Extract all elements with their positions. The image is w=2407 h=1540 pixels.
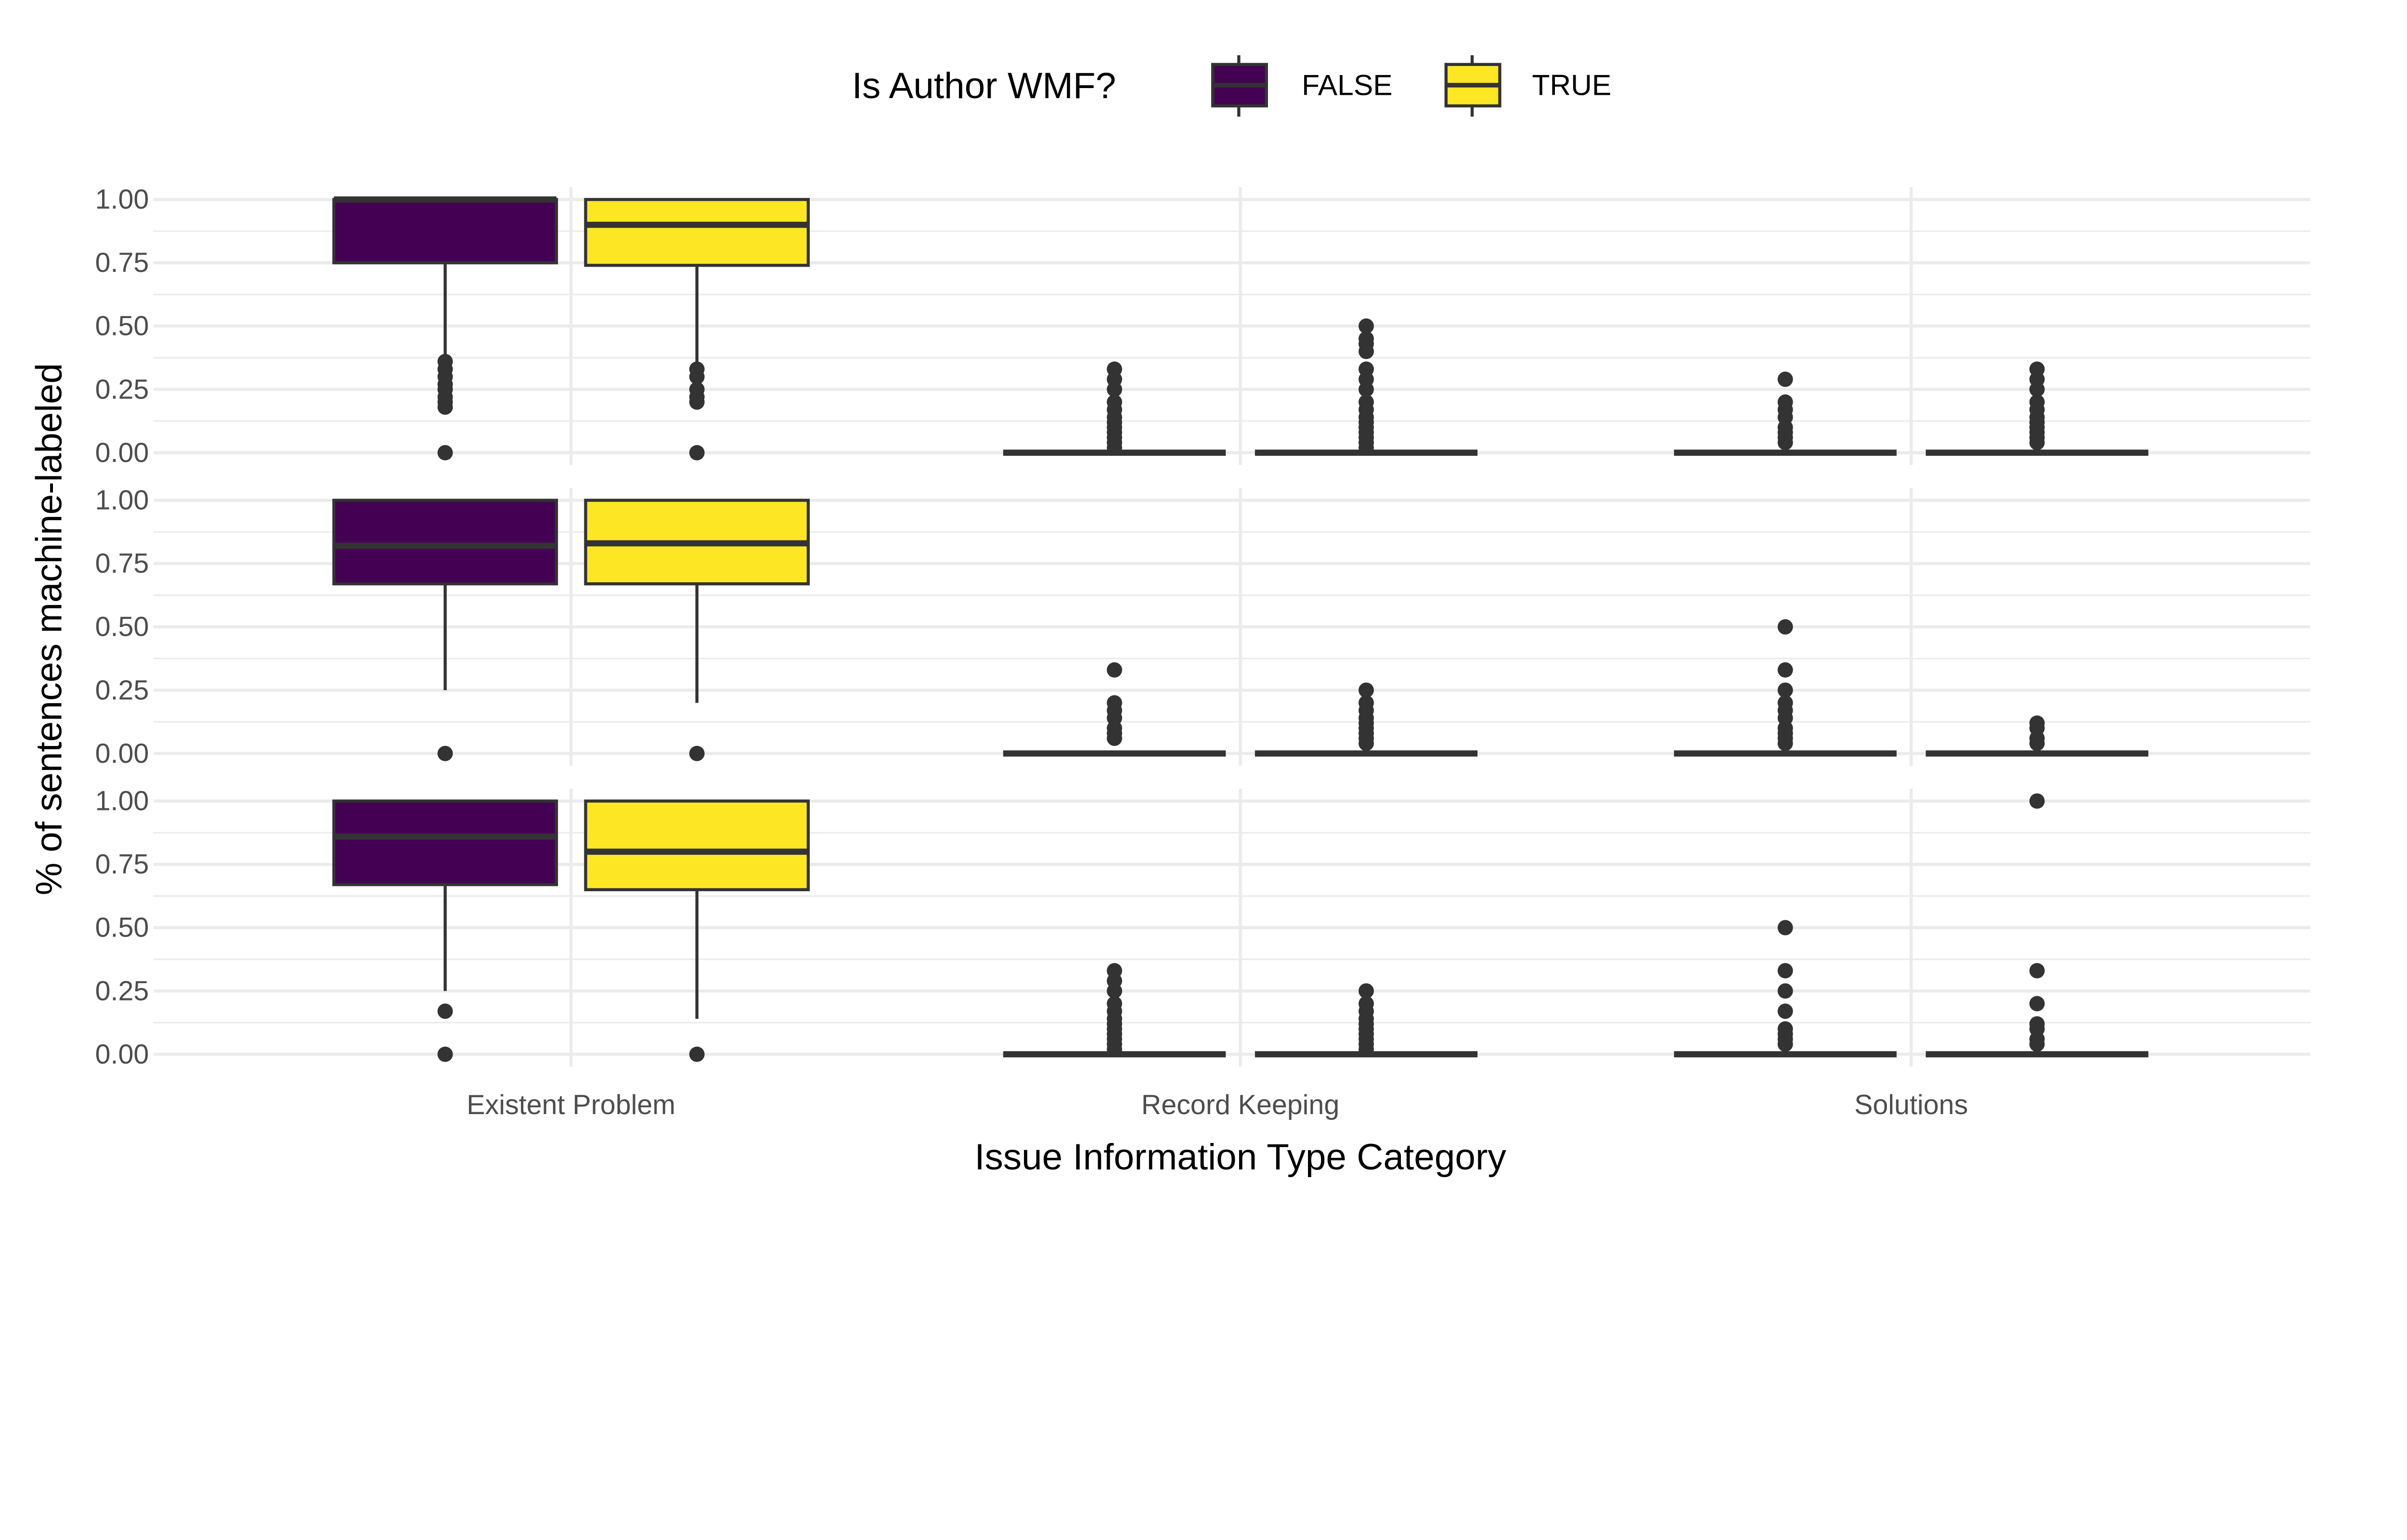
y-tick-label: 1.00 <box>95 485 149 516</box>
outlier-point <box>1359 735 1374 751</box>
box-solutions-true <box>1926 793 2148 1058</box>
outlier-point <box>1107 731 1122 746</box>
y-tick-label: 0.25 <box>95 975 149 1006</box>
box-body <box>584 198 810 267</box>
box-solutions-true <box>1926 361 2148 456</box>
facet-panels: 0.000.250.500.751.00VisualEditor0.000.25… <box>95 184 2354 1120</box>
box-body <box>584 799 810 891</box>
outlier-point <box>1777 682 1793 698</box>
boxplot-chart: Is Author WMF? FALSE TRUE 0.00 0.25 0.50 0.7… <box>29 55 2354 1178</box>
y-tick-label: 0.50 <box>95 612 149 642</box>
box-existent-problem-false <box>332 799 558 1062</box>
outlier-point <box>2029 382 2045 398</box>
y-tick-label: 0.50 <box>95 311 149 342</box>
outlier-point <box>1107 662 1122 678</box>
y-tick-label: 0.00 <box>95 738 149 769</box>
outlier-point <box>1777 662 1793 678</box>
box-solutions-false <box>1674 372 1897 456</box>
outlier-point <box>1107 382 1122 398</box>
x-axis-title: Issue Information Type Category <box>974 1137 1506 1178</box>
outlier-point <box>1777 920 1793 936</box>
y-tick-label: 0.25 <box>95 374 149 405</box>
facet-strip-label: HTTPS-login <box>2319 539 2354 715</box>
legend: Is Author WMF? FALSE TRUE <box>852 55 1611 117</box>
facet-strip-label: HTTP-deprecation <box>2319 802 2354 1053</box>
outlier-point <box>437 445 453 461</box>
outlier-point <box>1777 1036 1793 1052</box>
box-body <box>332 799 558 886</box>
box-existent-problem-true <box>584 799 810 1062</box>
outlier-point <box>689 1046 705 1062</box>
y-tick-label: 0.75 <box>95 849 149 880</box>
x-tick-label: Existent Problem <box>466 1090 675 1120</box>
outlier-point <box>689 745 705 761</box>
legend-label: FALSE <box>1302 69 1393 102</box>
box-record-keeping-true <box>1255 318 1478 456</box>
outlier-point <box>2029 1036 2045 1052</box>
outlier-point <box>1777 963 1793 979</box>
outlier-point <box>2029 735 2045 751</box>
legend-label: TRUE <box>1532 69 1611 102</box>
box-existent-problem-true <box>584 198 810 461</box>
x-tick-label: Record Keeping <box>1141 1090 1339 1120</box>
outlier-point <box>1359 983 1374 999</box>
outlier-point <box>689 394 705 410</box>
outlier-point <box>1777 1003 1793 1019</box>
outlier-point <box>437 745 453 761</box>
outlier-point <box>1359 440 1374 456</box>
legend-keys: FALSE TRUE <box>1211 55 1611 117</box>
outlier-point <box>437 1003 453 1019</box>
x-tick-label: Solutions <box>1854 1090 1968 1120</box>
y-tick-label: 0.75 <box>95 548 149 579</box>
outlier-point <box>2029 435 2045 450</box>
outlier-point <box>689 445 705 461</box>
box-record-keeping-true <box>1255 682 1478 757</box>
box-record-keeping-false <box>1003 361 1226 456</box>
y-tick-label: 1.00 <box>95 184 149 215</box>
facet-strip-label: VisualEditor <box>2319 244 2354 408</box>
y-tick-label: 0.00 <box>95 1039 149 1070</box>
outlier-point <box>1777 372 1793 387</box>
box-existent-problem-false <box>332 196 558 461</box>
outlier-point <box>1107 1041 1122 1057</box>
box-body <box>332 198 558 265</box>
y-tick-label: 0.25 <box>95 675 149 706</box>
outlier-point <box>1777 735 1793 751</box>
box-record-keeping-false <box>1003 963 1226 1058</box>
outlier-point <box>2029 793 2045 809</box>
box-solutions-false <box>1674 619 1897 757</box>
outlier-point <box>689 369 705 385</box>
y-tick-label: 0.75 <box>95 247 149 278</box>
box-existent-problem-false <box>332 499 558 761</box>
y-axis-title: % of sentences machine-labeled <box>29 363 70 895</box>
outlier-point <box>1359 382 1374 398</box>
outlier-point <box>437 1046 453 1062</box>
outlier-point <box>1777 983 1793 999</box>
box-solutions-false <box>1674 920 1897 1058</box>
outlier-point <box>2029 963 2045 979</box>
box-existent-problem-true <box>584 499 810 761</box>
outlier-point <box>1359 318 1374 334</box>
outlier-point <box>437 399 453 415</box>
outlier-point <box>1107 983 1122 999</box>
box-record-keeping-true <box>1255 983 1478 1058</box>
outlier-point <box>2029 996 2045 1012</box>
outlier-point <box>1107 440 1122 456</box>
legend-title: Is Author WMF? <box>852 65 1116 106</box>
outlier-point <box>1359 682 1374 698</box>
y-tick-label: 0.00 <box>95 437 149 468</box>
outlier-point <box>1777 435 1793 450</box>
box-record-keeping-false <box>1003 662 1226 757</box>
box-body <box>332 499 558 586</box>
y-tick-label: 0.50 <box>95 912 149 943</box>
y-tick-label: 1.00 <box>95 786 149 817</box>
box-solutions-true <box>1926 715 2148 757</box>
outlier-point <box>1359 1041 1374 1057</box>
outlier-point <box>1777 619 1793 635</box>
outlier-point <box>1359 344 1374 359</box>
